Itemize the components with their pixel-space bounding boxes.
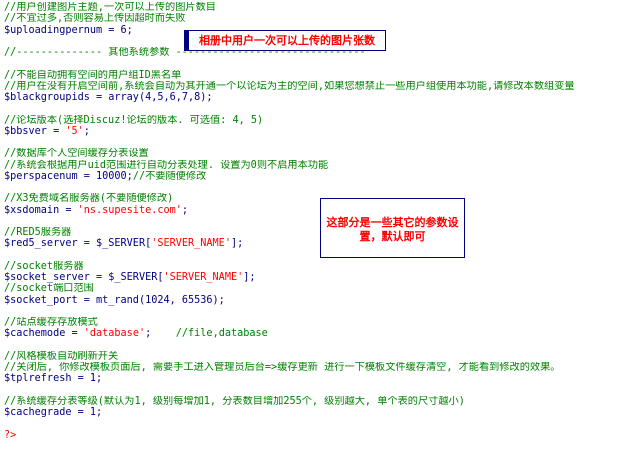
code-token: $cachegrade xyxy=(4,407,72,418)
code-token: //用户创建图片主题,一次可以上传的图片数目 xyxy=(4,2,216,13)
code-line xyxy=(4,103,616,114)
code-line: $tplrefresh = 1; xyxy=(4,373,616,384)
code-line xyxy=(4,216,616,227)
code-token: //X3免费域名服务器(不要随便修改) xyxy=(4,193,174,205)
code-token: ]; xyxy=(230,238,244,250)
code-line: //站点缓存存放模式 xyxy=(4,317,616,328)
code-token: $red5_server xyxy=(4,238,78,250)
upload-count-callout: 相册中用户一次可以上传的图片张数 xyxy=(184,30,386,51)
code-line: //论坛版本(选择Discuz!论坛的版本. 可选值: 4, 5) xyxy=(4,115,616,126)
code-token: 'SERVER_NAME' xyxy=(163,272,244,283)
code-line: $uploadingpernum = 6; xyxy=(4,25,616,36)
code-line: $cachegrade = 1; xyxy=(4,407,616,418)
code-token: 'database' xyxy=(83,328,146,340)
code-token: = 10000; xyxy=(77,170,133,182)
code-line: $perspacenum = 10000;//不要随便修改 xyxy=(4,171,616,182)
code-token: //socket服务器 xyxy=(4,260,84,272)
code-line: $cachemode = 'database'; //file,database xyxy=(4,328,616,339)
code-token: $blackgroupids xyxy=(4,92,90,103)
other-params-callout-text: 这部分是一些其它的参数设置，默认即可 xyxy=(326,216,459,243)
code-line: //不宜过多,否则容易上传因超时而失败 xyxy=(4,13,616,24)
code-token: = array(4,5,6,7,8); xyxy=(89,92,213,103)
code-token: //socket端口范围 xyxy=(4,283,94,295)
code-line: //不能自动拥有空间的用户组ID黑名单 xyxy=(4,70,616,81)
code-line: //socket端口范围 xyxy=(4,283,616,294)
code-token: //站点缓存存放模式 xyxy=(4,317,98,328)
code-line: //用户创建图片主题,一次可以上传的图片数目 xyxy=(4,2,616,13)
code-line xyxy=(4,250,616,261)
code-line xyxy=(4,58,616,69)
code-line: //风格模板自动刷新开关 xyxy=(4,351,616,362)
code-line: //-------------- 其他系统参数 ----------------… xyxy=(4,47,616,58)
code-line: $red5_server = $_SERVER['SERVER_NAME']; xyxy=(4,238,616,249)
code-line: //关闭后, 你修改模板页面后, 需要手工进入管理员后台=>缓存更新 进行一下模… xyxy=(4,362,616,373)
code-token: = 6; xyxy=(102,24,133,36)
code-token: 'SERVER_NAME' xyxy=(151,238,231,250)
code-token: //风格模板自动刷新开关 xyxy=(4,350,119,362)
code-token: //-------------- 其他系统参数 ----------------… xyxy=(4,47,366,58)
code-token: = xyxy=(59,204,78,216)
code-token: $cachemode xyxy=(4,328,66,340)
code-token: = $_SERVER[ xyxy=(77,238,152,250)
code-token: = xyxy=(65,328,84,340)
code-token: ]; xyxy=(243,272,256,283)
code-token: = $_SERVER[ xyxy=(89,272,164,283)
code-line: $xsdomain = 'ns.supesite.com'; xyxy=(4,205,616,216)
code-line: //X3免费域名服务器(不要随便修改) xyxy=(4,193,616,204)
code-token: //不宜过多,否则容易上传因超时而失败 xyxy=(4,13,186,25)
code-token: = mt_rand(1024, 65536); xyxy=(77,294,225,306)
code-token: //系统缓存分表等级(默认为1, 级别每增加1, 分表数目增加255个, 级别越… xyxy=(4,395,465,407)
code-token: //系统会根据用户uid范围进行自动分表处理. 设置为0则不启用本功能 xyxy=(4,159,329,171)
code-token: //数据库个人空间缓存分表设置 xyxy=(4,148,149,160)
code-token: = xyxy=(46,125,66,137)
code-token: //RED5服务器 xyxy=(4,227,72,238)
code-token: //不能自动拥有空间的用户组ID黑名单 xyxy=(4,69,182,81)
code-token: //论坛版本(选择Discuz!论坛的版本. 可选值: 4, 5) xyxy=(4,114,264,126)
code-line: //RED5服务器 xyxy=(4,227,616,238)
code-token: ; xyxy=(83,125,90,137)
code-token: = 1; xyxy=(71,373,103,385)
code-token: $xsdomain xyxy=(4,204,60,216)
code-editor: //用户创建图片主题,一次可以上传的图片数目//不宜过多,否则容易上传因超时而失… xyxy=(4,2,616,441)
code-line xyxy=(4,418,616,429)
other-params-callout: 这部分是一些其它的参数设置，默认即可 xyxy=(320,198,465,258)
code-token: $tplrefresh xyxy=(4,373,72,385)
code-token: $socket_server xyxy=(4,272,90,283)
code-line xyxy=(4,340,616,351)
code-line: $socket_port = mt_rand(1024, 65536); xyxy=(4,295,616,306)
code-token: //关闭后, 你修改模板页面后, 需要手工进入管理员后台=>缓存更新 进行一下模… xyxy=(4,362,561,373)
code-token: = 1; xyxy=(71,407,103,418)
code-line: $blackgroupids = array(4,5,6,7,8); xyxy=(4,92,616,103)
code-token: $socket_port xyxy=(4,294,78,306)
code-line xyxy=(4,385,616,396)
code-token: '5' xyxy=(65,125,84,137)
code-token: $perspacenum xyxy=(4,170,78,182)
code-token: $uploadingpernum xyxy=(4,24,103,36)
code-token: //file,database xyxy=(175,328,268,340)
code-line xyxy=(4,137,616,148)
code-token: $bbsver xyxy=(4,125,47,137)
code-line: //系统缓存分表等级(默认为1, 级别每增加1, 分表数目增加255个, 级别越… xyxy=(4,396,616,407)
code-line xyxy=(4,182,616,193)
code-line: //socket服务器 xyxy=(4,261,616,272)
code-line: //用户在没有开启空间前,系统会自动为其开通一个以论坛为主的空间,如果您想禁止一… xyxy=(4,81,616,92)
code-line: ?> xyxy=(4,430,616,441)
code-token: ; xyxy=(145,328,176,340)
code-line: $bbsver = '5'; xyxy=(4,126,616,137)
code-token: 'ns.supesite.com' xyxy=(77,204,182,216)
upload-count-callout-text: 相册中用户一次可以上传的图片张数 xyxy=(199,34,375,47)
code-token: ?> xyxy=(4,429,17,441)
code-token: //不要随便修改 xyxy=(132,170,207,182)
code-line: //数据库个人空间缓存分表设置 xyxy=(4,148,616,159)
code-token: ; xyxy=(181,204,189,216)
code-line: //系统会根据用户uid范围进行自动分表处理. 设置为0则不启用本功能 xyxy=(4,160,616,171)
code-line xyxy=(4,306,616,317)
code-line: $socket_server = $_SERVER['SERVER_NAME']… xyxy=(4,272,616,283)
code-token: //用户在没有开启空间前,系统会自动为其开通一个以论坛为主的空间,如果您想禁止一… xyxy=(4,80,575,92)
